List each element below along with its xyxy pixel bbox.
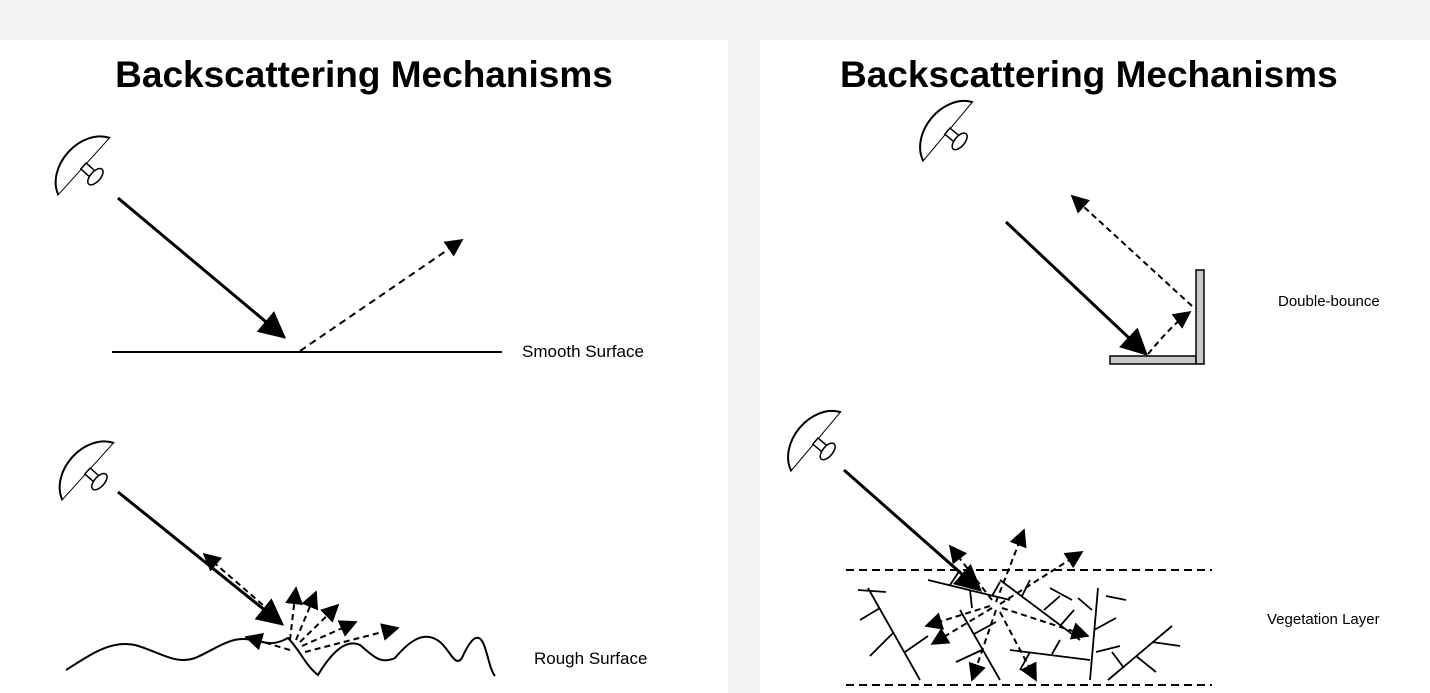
smooth-antenna-icon (41, 122, 126, 210)
double-bounce-antenna-icon (906, 87, 989, 175)
smooth-surface-label: Smooth Surface (522, 342, 644, 361)
double-bounce-label: Double-bounce (1278, 293, 1380, 310)
rough-surface-label: Rough Surface (534, 649, 648, 668)
vegetation-scatter-arrows (924, 528, 1090, 682)
right-diagram (774, 87, 1212, 686)
smooth-reflected-ray (299, 238, 464, 352)
double-bounce-incident-ray (1004, 220, 1148, 356)
rough-incident-ray (117, 490, 285, 626)
left-diagram (41, 122, 502, 677)
vegetation-branches (857, 569, 1181, 681)
right-panel: Backscattering Mechanisms (760, 40, 1430, 693)
left-panel: Backscattering Mechanisms (0, 40, 728, 693)
rough-scatter-arrows (202, 552, 400, 653)
corner-reflector (1109, 269, 1205, 365)
vegetation-layer-label: Vegetation Layer (1267, 611, 1380, 628)
double-bounce-return-arrows (1070, 194, 1193, 355)
right-panel-title: Backscattering Mechanisms (840, 54, 1338, 95)
rough-surface-line (65, 635, 496, 677)
rough-antenna-icon (45, 427, 130, 515)
smooth-incident-ray (117, 196, 287, 339)
left-panel-title: Backscattering Mechanisms (115, 54, 613, 95)
